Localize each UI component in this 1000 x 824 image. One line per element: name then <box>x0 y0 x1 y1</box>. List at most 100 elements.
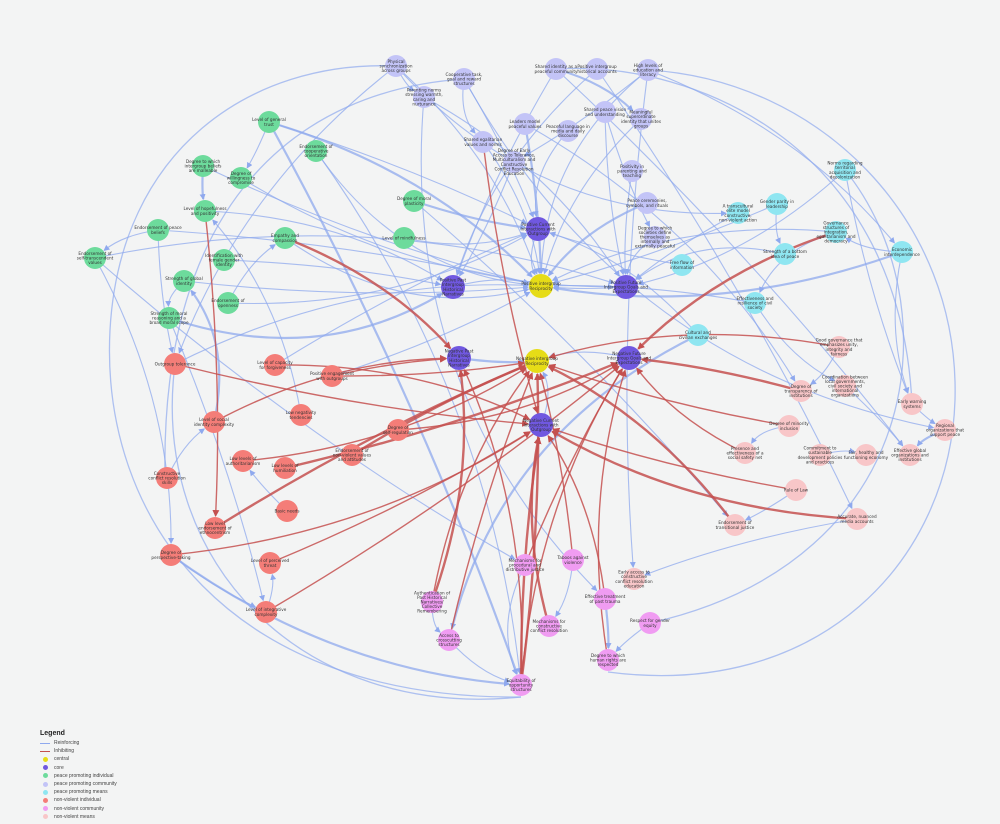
node-circle[interactable] <box>855 444 877 466</box>
node-circle[interactable] <box>644 226 666 248</box>
node-circle[interactable] <box>630 108 652 130</box>
node-circle[interactable] <box>766 193 788 215</box>
node-circle[interactable] <box>192 155 214 177</box>
node-circle[interactable] <box>204 517 226 539</box>
node-circle[interactable] <box>834 159 856 181</box>
node-circle[interactable] <box>255 601 277 623</box>
node-circle[interactable] <box>421 591 443 613</box>
node-circle[interactable] <box>290 404 312 426</box>
node-circle[interactable] <box>671 254 693 276</box>
node-circle[interactable] <box>84 247 106 269</box>
node-circle[interactable] <box>264 354 286 376</box>
node-circle[interactable] <box>258 111 280 133</box>
node-circle[interactable] <box>276 500 298 522</box>
node-circle[interactable] <box>724 514 746 536</box>
node-circle[interactable] <box>778 415 800 437</box>
node-circle[interactable] <box>510 674 532 696</box>
node-circle[interactable] <box>217 292 239 314</box>
node-circle[interactable] <box>623 568 645 590</box>
node-circle[interactable] <box>529 274 553 298</box>
node-circle[interactable] <box>393 227 415 249</box>
node-circle[interactable] <box>825 221 847 243</box>
node-circle[interactable] <box>594 588 616 610</box>
node-circle[interactable] <box>453 68 475 90</box>
node-circle[interactable] <box>274 457 296 479</box>
node-circle[interactable] <box>545 58 567 80</box>
node-circle[interactable] <box>809 444 831 466</box>
node-circle[interactable] <box>934 419 956 441</box>
node-circle[interactable] <box>403 190 425 212</box>
node-circle[interactable] <box>232 450 254 472</box>
node-circle[interactable] <box>156 467 178 489</box>
node-circle[interactable] <box>899 444 921 466</box>
node-circle[interactable] <box>230 167 252 189</box>
node-circle[interactable] <box>194 200 216 222</box>
node-circle[interactable] <box>259 552 281 574</box>
node-circle[interactable] <box>614 275 638 299</box>
node-circle[interactable] <box>213 249 235 271</box>
node-circle[interactable] <box>203 411 225 433</box>
node-circle[interactable] <box>173 270 195 292</box>
node-circle[interactable] <box>447 346 471 370</box>
node-circle[interactable] <box>147 219 169 241</box>
node-ni11[interactable]: Basic needs <box>274 500 300 522</box>
node-circle[interactable] <box>529 413 553 437</box>
node-circle[interactable] <box>621 160 643 182</box>
node-circle[interactable] <box>597 649 619 671</box>
node-circle[interactable] <box>639 612 661 634</box>
node-circle[interactable] <box>687 324 709 346</box>
node-circle[interactable] <box>562 549 584 571</box>
node-circle[interactable] <box>790 380 812 402</box>
node-circle[interactable] <box>617 346 641 370</box>
node-circle[interactable] <box>636 192 658 214</box>
node-circle[interactable] <box>828 336 850 358</box>
node-circle[interactable] <box>158 307 180 329</box>
